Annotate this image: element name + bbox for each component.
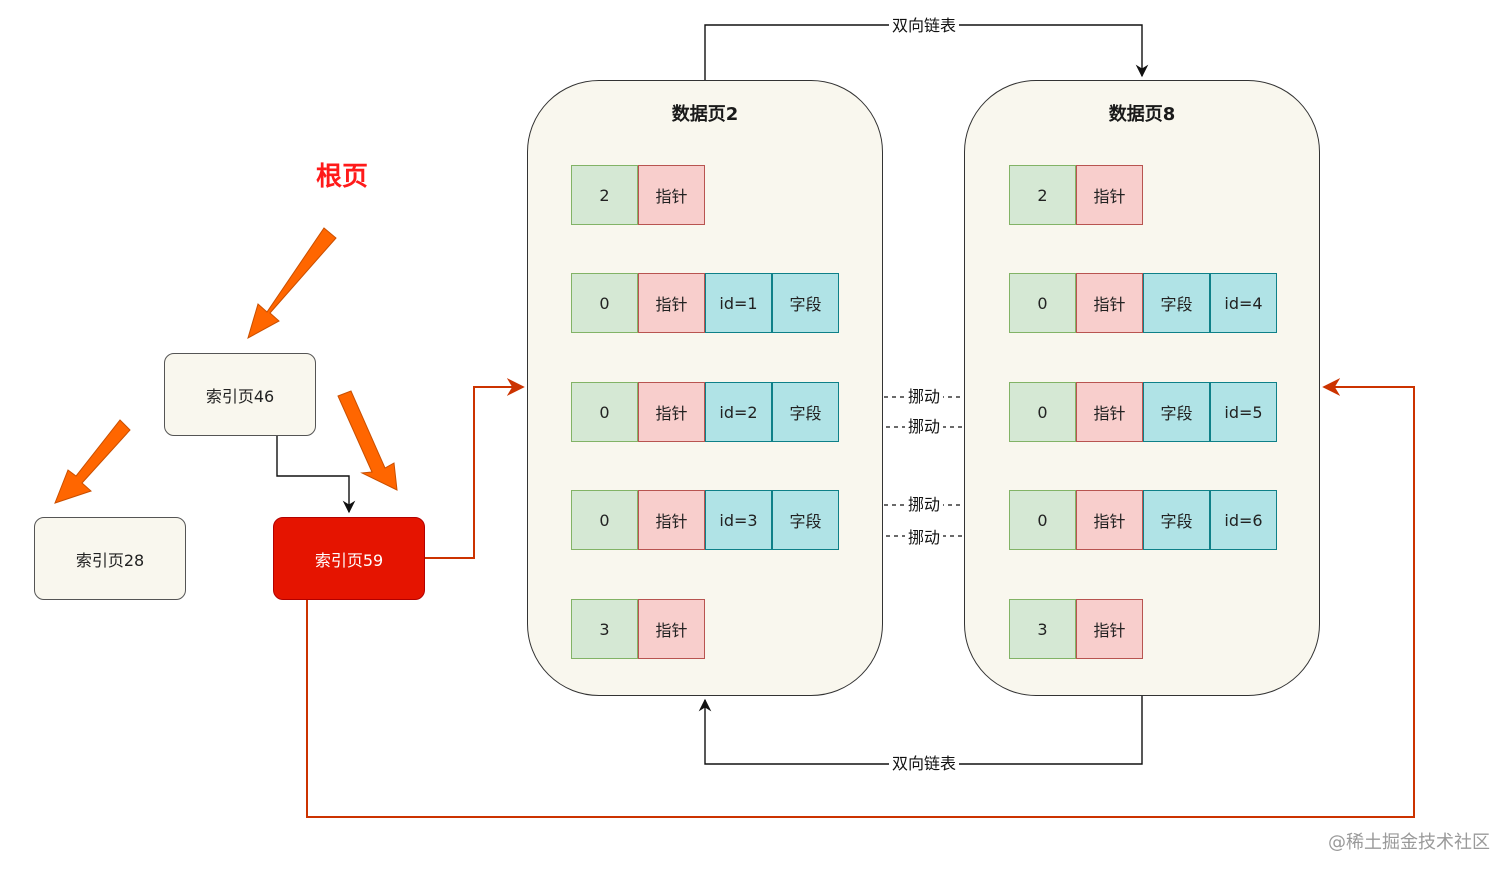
page-record-cell: 2	[571, 165, 638, 225]
page-record-cell: 0	[571, 382, 638, 442]
pointer-cell: 指针	[1076, 382, 1143, 442]
id-cell: id=2	[705, 382, 772, 442]
pointer-cell: 指针	[638, 273, 705, 333]
root-page-label: 根页	[315, 162, 368, 192]
move-label: 挪动	[904, 416, 944, 438]
data-page-8: 数据页8 2 指针 0 指针 字段 id=4 0 指针 字段 id=5 0 指针…	[964, 80, 1320, 696]
page-record-cell: 3	[1009, 599, 1076, 659]
data-page-title: 数据页2	[671, 104, 739, 125]
pointer-cell: 指针	[638, 165, 705, 225]
pointer-cell: 指针	[638, 382, 705, 442]
pointer-cell: 指针	[1076, 599, 1143, 659]
field-cell: 字段	[1143, 490, 1210, 550]
page-record-cell: 0	[571, 273, 638, 333]
pointer-cell: 指针	[1076, 490, 1143, 550]
id-cell: id=6	[1210, 490, 1277, 550]
link-bottom-label: 双向链表	[888, 753, 960, 775]
edge-59-to-page2	[425, 378, 525, 559]
id-cell: id=1	[705, 273, 772, 333]
page-record-cell: 0	[571, 490, 638, 550]
page-record-cell: 2	[1009, 165, 1076, 225]
pointer-cell: 指针	[1076, 273, 1143, 333]
page-record-cell: 3	[571, 599, 638, 659]
orange-arrow-to-28	[54, 419, 131, 504]
field-cell: 字段	[1143, 382, 1210, 442]
move-label: 挪动	[904, 386, 944, 408]
index-page-59[interactable]: 索引页59	[273, 517, 425, 600]
id-cell: id=4	[1210, 273, 1277, 333]
pointer-cell: 指针	[638, 599, 705, 659]
pointer-cell: 指针	[1076, 165, 1143, 225]
page-record-cell: 0	[1009, 490, 1076, 550]
index-page-46[interactable]: 索引页46	[164, 353, 316, 436]
data-page-title: 数据页8	[1108, 104, 1176, 125]
orange-arrow-root	[247, 227, 337, 340]
move-label: 挪动	[904, 527, 944, 549]
index-page-28[interactable]: 索引页28	[34, 517, 186, 600]
field-cell: 字段	[772, 273, 839, 333]
page-record-cell: 0	[1009, 273, 1076, 333]
edge-46-to-59	[276, 436, 356, 514]
link-top-label: 双向链表	[888, 15, 960, 37]
pointer-cell: 指针	[638, 490, 705, 550]
watermark: @稀土掘金技术社区	[1328, 832, 1490, 853]
data-page-2: 数据页2 2 指针 0 指针 id=1 字段 0 指针 id=2 字段 0 指针…	[527, 80, 883, 696]
edge-59-to-page8	[306, 378, 1415, 818]
field-cell: 字段	[1143, 273, 1210, 333]
orange-arrow-to-59	[337, 390, 398, 491]
move-label: 挪动	[904, 494, 944, 516]
field-cell: 字段	[772, 382, 839, 442]
id-cell: id=5	[1210, 382, 1277, 442]
field-cell: 字段	[772, 490, 839, 550]
page-record-cell: 0	[1009, 382, 1076, 442]
id-cell: id=3	[705, 490, 772, 550]
